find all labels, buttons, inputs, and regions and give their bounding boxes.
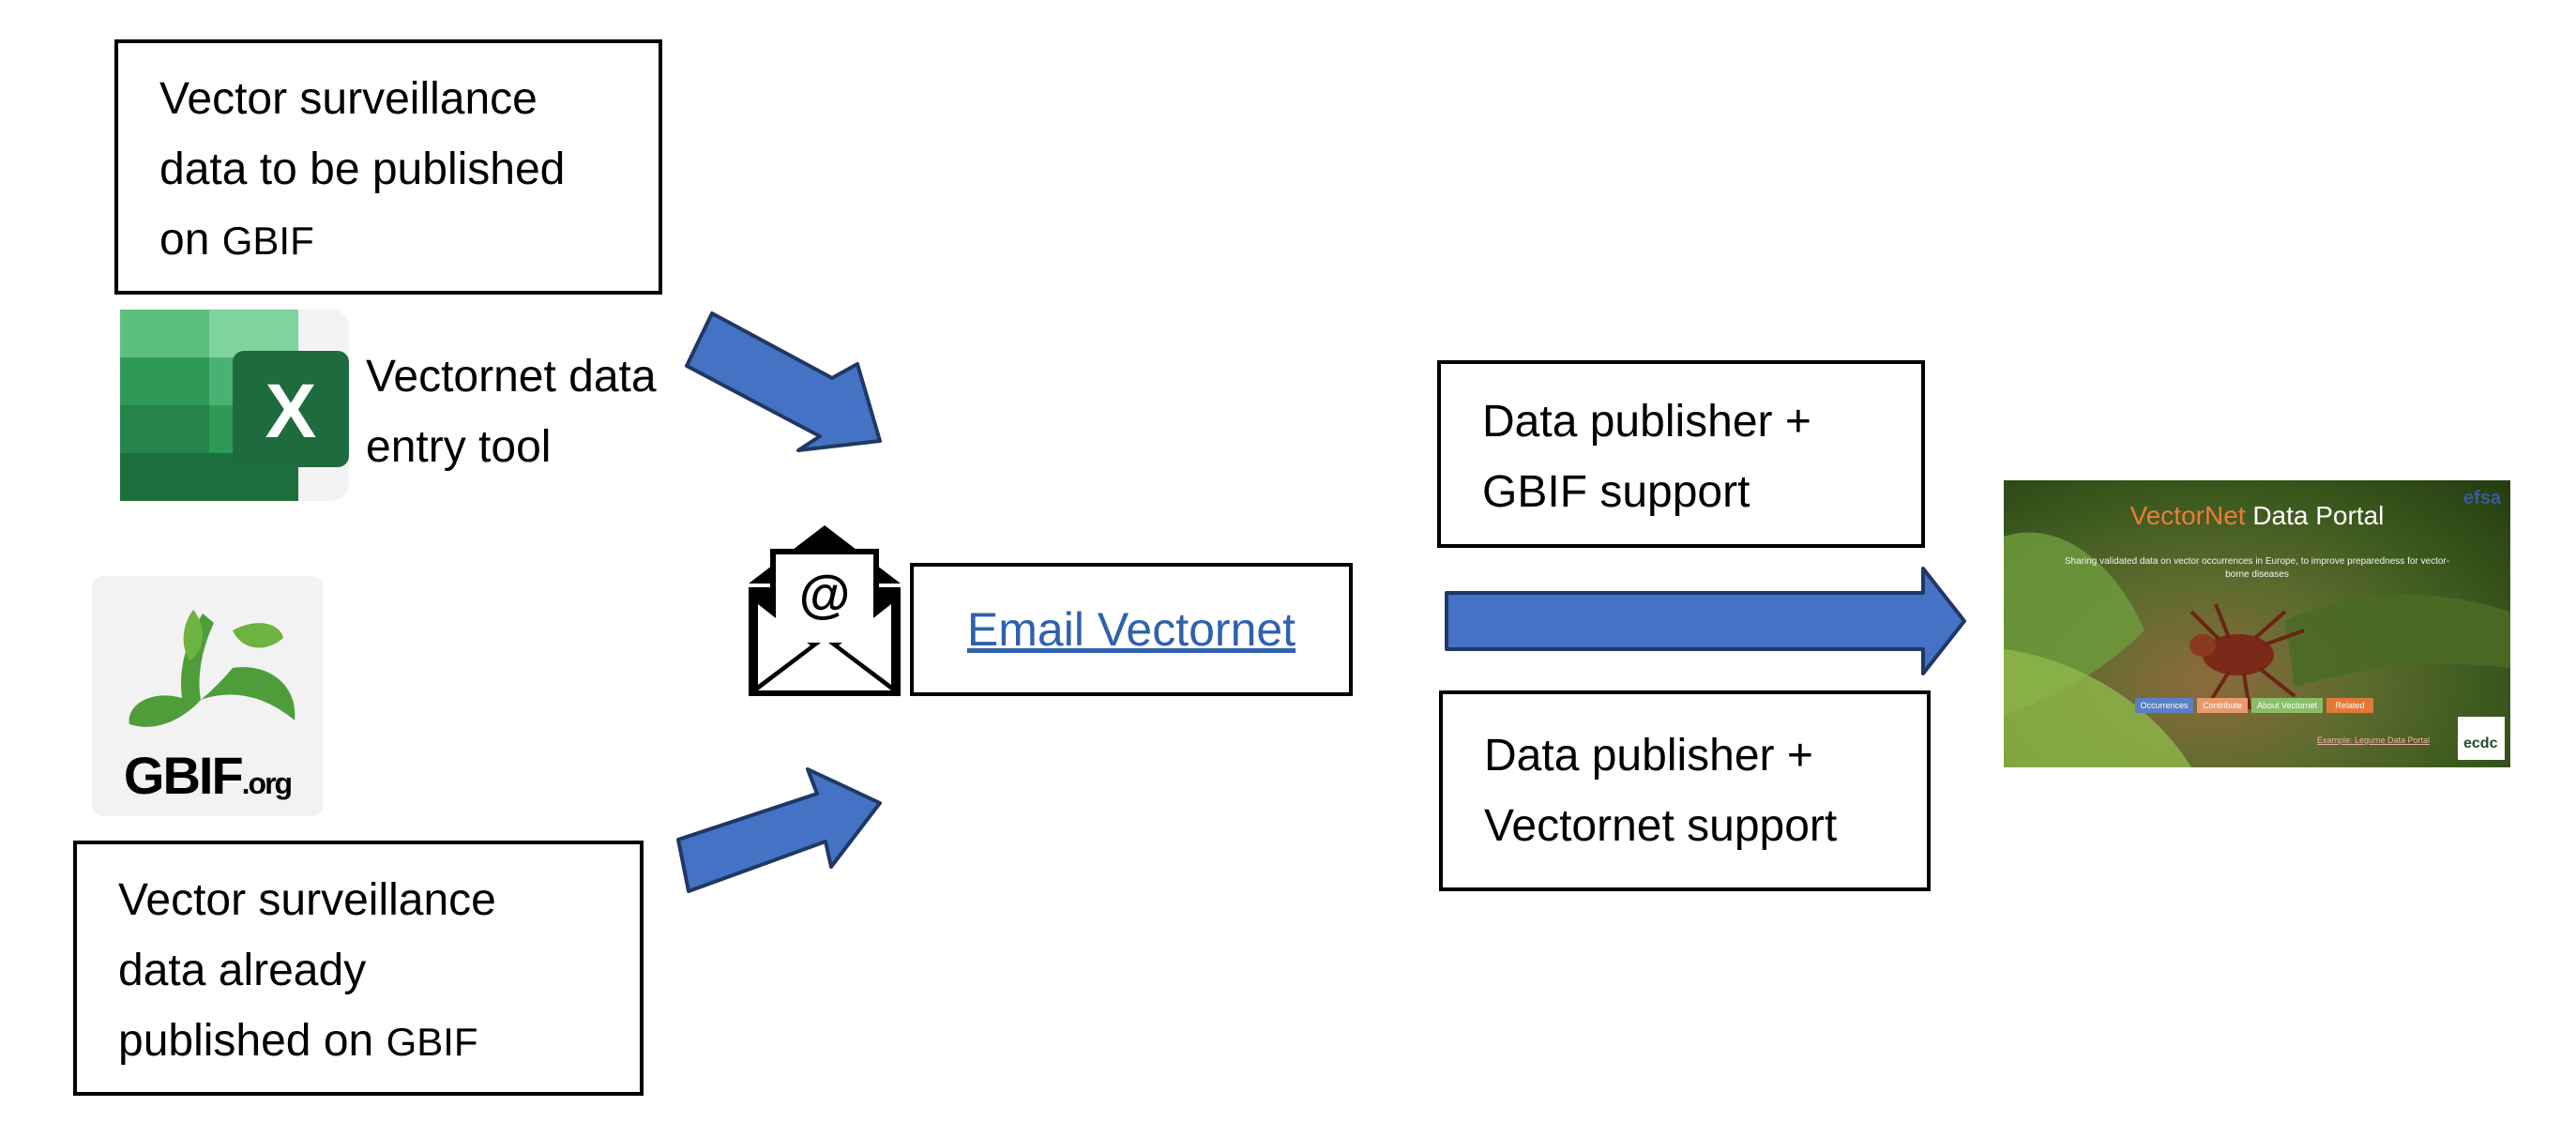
gbif-logo-main: GBIF [123,746,244,805]
portal-button-contribute: Contribute [2197,698,2248,713]
box-bottom-line1: Vector surveillance [118,875,496,925]
box-email-vectornet: Email Vectornet [910,563,1353,696]
box-pub-vec-line2: Vectornet support [1484,801,1838,851]
box-publisher-vectornet-support: Data publisher + Vectornet support [1439,690,1931,891]
vectornet-data-portal-thumbnail: VectorNet Data Portal Sharing validated … [2004,480,2510,767]
gbif-logo-text: GBIF.org [92,745,323,806]
portal-subtitle: Sharing validated data on vector occurre… [2064,556,2450,580]
portal-title-part2: Data Portal [2252,501,2385,530]
label-tool-line2: entry tool [366,422,552,472]
box-data-already-published: Vector surveillance data already publish… [73,841,644,1096]
arrow-to-portal [1445,567,1966,675]
gbif-leaf-icon [129,610,295,727]
gbif-logo: GBIF.org [92,576,323,816]
box-pub-gbif-line1: Data publisher + [1482,397,1811,447]
portal-button-occurrences: Occurrences [2135,698,2193,713]
label-tool-line1: Vectornet data [366,352,657,402]
portal-button-about: About Vectornet [2251,698,2323,713]
box-bottom-line2: data already [118,946,367,995]
box-top-line1: Vector surveillance [159,74,538,124]
box-bottom-line3-prefix: published on [118,1016,374,1066]
svg-text:@: @ [799,564,851,623]
svg-text:X: X [265,369,317,454]
portal-title: VectorNet Data Portal [2004,501,2510,531]
portal-button-related: Related [2326,698,2373,713]
box-bottom-line3: published on GBIF [118,1006,599,1077]
excel-icon: X [120,310,349,501]
gbif-logo-suffix: .org [241,766,293,800]
box-pub-vec-line1: Data publisher + [1484,731,1813,781]
box-top-gbif-word: GBIF [221,219,314,263]
box-top-line3: on GBIF [159,205,617,276]
arrow-from-top-box [685,311,882,452]
box-data-to-publish: Vector surveillance data to be published… [114,39,662,295]
efsa-logo: efsa [2463,488,2502,508]
portal-background-image [2004,532,2510,767]
email-vectornet-link[interactable]: Email Vectornet [966,602,1296,656]
ecdc-logo-text: ecdc [2463,735,2498,751]
box-top-line2: data to be published [159,144,566,194]
box-pub-gbif-line2: GBIF support [1482,467,1750,517]
label-vectornet-entry-tool: Vectornet data entry tool [366,341,657,482]
box-top-line3-prefix: on [159,215,210,265]
portal-example-link: Example: Legume Data Portal [2317,735,2431,745]
box-bottom-gbif-word: GBIF [386,1020,478,1064]
arrow-from-bottom-box [676,767,882,893]
email-envelope-icon: @ [749,525,901,700]
portal-title-part1: VectorNet [2129,501,2246,530]
ecdc-logo: ecdc [2458,717,2505,760]
box-publisher-gbif-support: Data publisher + GBIF support [1437,360,1925,548]
